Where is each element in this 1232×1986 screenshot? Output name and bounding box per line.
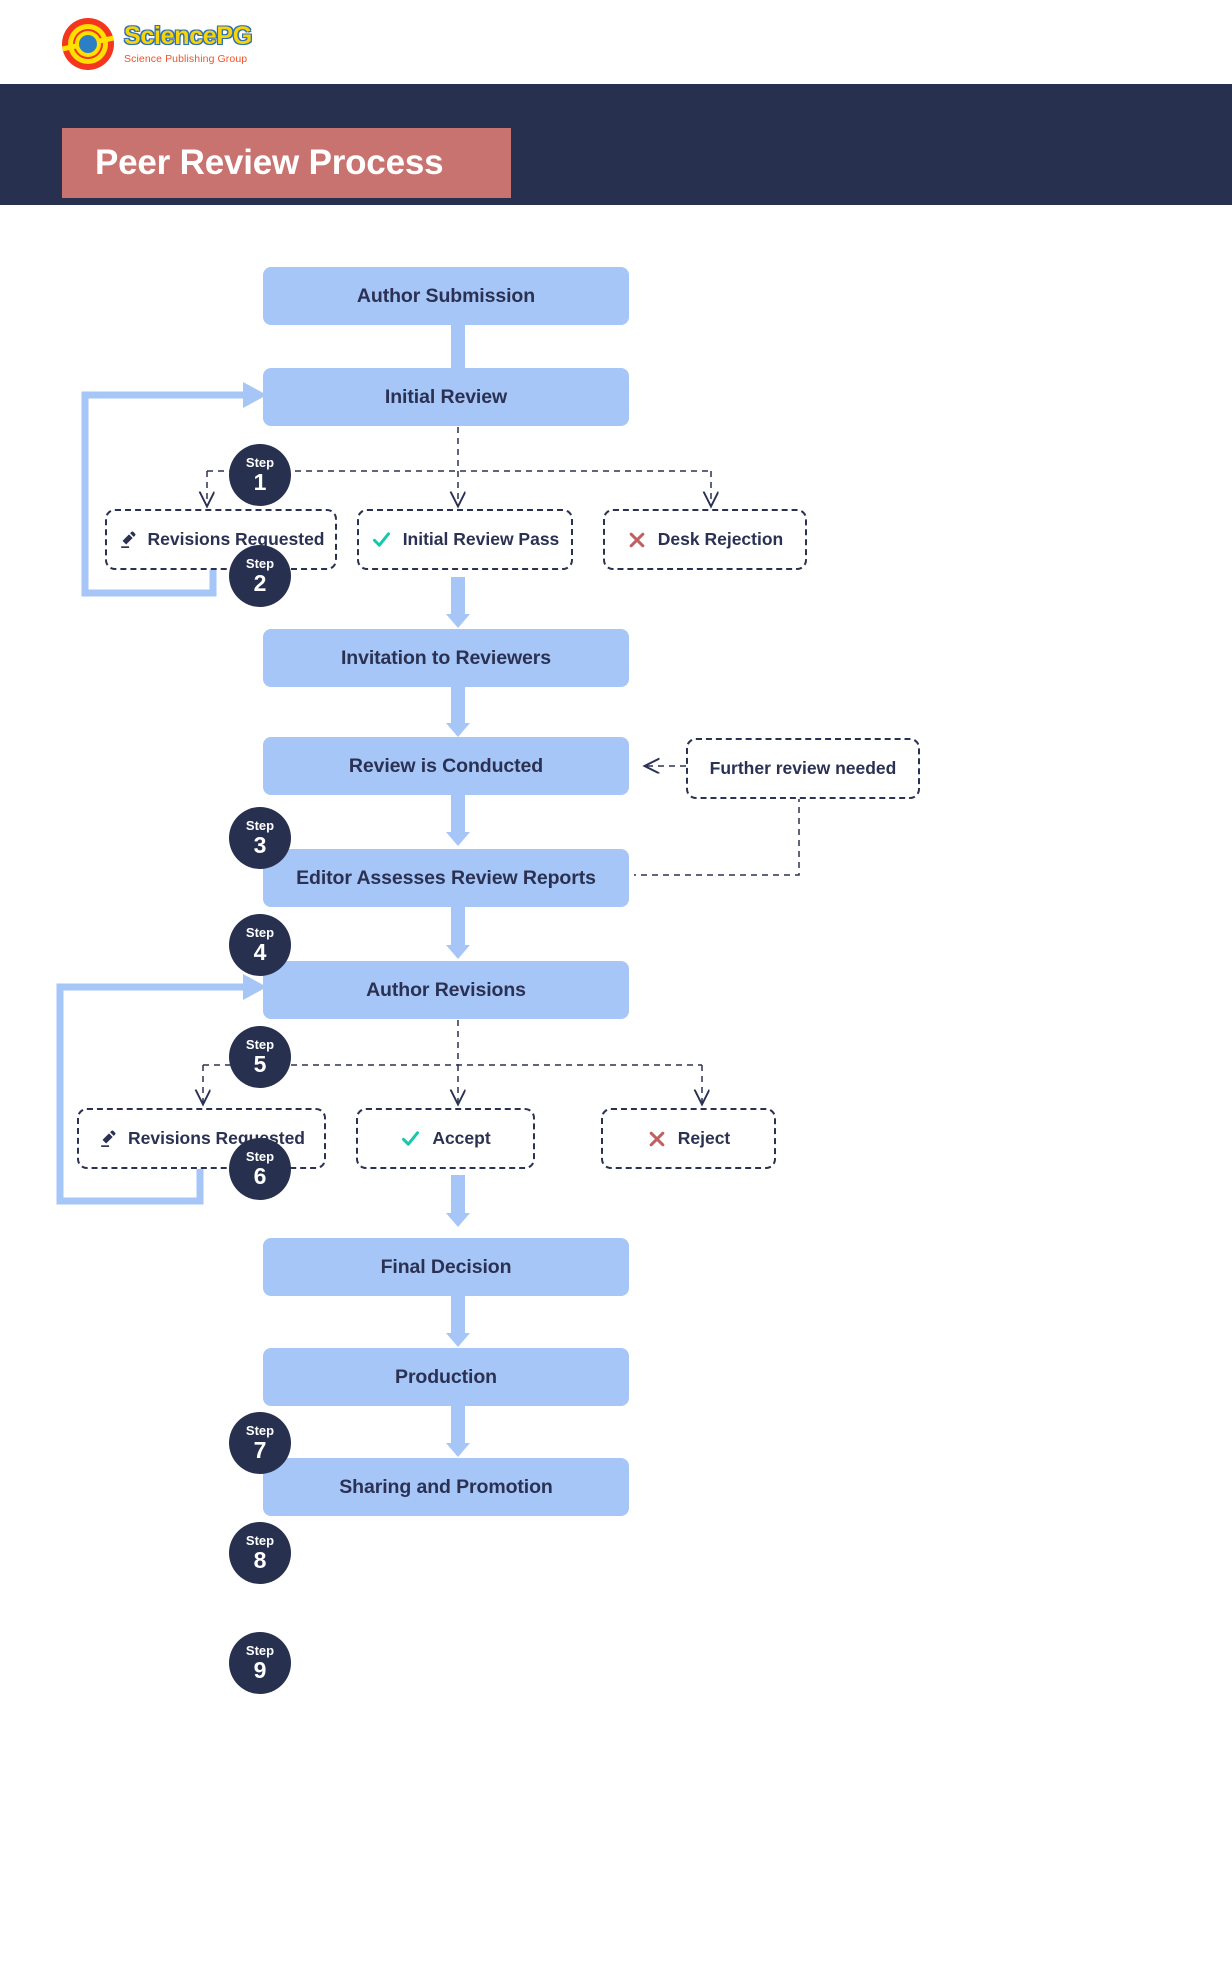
step-badge-label: Step (245, 556, 275, 571)
step-box-final-decision[interactable]: Final Decision (263, 1238, 629, 1296)
connector-accept-step7-head (446, 1213, 470, 1227)
decision-initial-review-pass[interactable]: Initial Review Pass (357, 509, 573, 570)
step-badge-label: Step (245, 1643, 275, 1658)
pencil-icon (98, 1129, 117, 1148)
step-badge-number: 2 (253, 570, 267, 596)
step-box-production[interactable]: Production (263, 1348, 629, 1406)
step-badge-label: Step (245, 1149, 275, 1164)
check-icon (371, 529, 392, 550)
step-box-author-revisions[interactable]: Author Revisions (263, 961, 629, 1019)
step-box-label: Invitation to Reviewers (340, 646, 552, 669)
step-badge-number: 1 (253, 469, 267, 495)
decision-revisions-requested-1[interactable]: Revisions Requested (105, 509, 337, 570)
connector-pass-step3-head (446, 614, 470, 628)
page-title: Peer Review Process (95, 143, 444, 182)
step-badge-number: 4 (253, 939, 267, 965)
step-badge-6: Step 6 (229, 1138, 291, 1200)
connector-step3-step4-head (446, 723, 470, 737)
step-badge-number: 3 (253, 832, 267, 858)
decision-accept[interactable]: Accept (356, 1108, 535, 1169)
decision-desk-rejection[interactable]: Desk Rejection (603, 509, 807, 570)
step-badge-number: 8 (253, 1547, 267, 1573)
connector-step1-step2 (451, 325, 465, 373)
step-badge-7: Step 7 (229, 1412, 291, 1474)
flowchart-canvas: Step 1 Author Submission Step 2 Initial … (0, 205, 1232, 1986)
step-box-label: Production (395, 1365, 497, 1388)
pencil-icon (118, 530, 137, 549)
step-box-label: Sharing and Promotion (339, 1475, 553, 1498)
decision-label: Reject (677, 1128, 731, 1148)
cross-icon (647, 1129, 667, 1149)
step-badge-label: Step (245, 455, 275, 470)
step-badge-number: 7 (253, 1437, 267, 1463)
step-badge-3: Step 3 (229, 807, 291, 869)
step-box-sharing-and-promotion[interactable]: Sharing and Promotion (263, 1458, 629, 1516)
check-icon (400, 1128, 421, 1149)
step-badge-label: Step (245, 1037, 275, 1052)
step-badge-2: Step 2 (229, 545, 291, 607)
cross-icon (627, 530, 647, 550)
step-box-label: Author Submission (356, 284, 536, 307)
connector-step4-step5 (451, 795, 465, 837)
step-box-editor-assesses-review-reports[interactable]: Editor Assesses Review Reports (263, 849, 629, 907)
connector-step7-step8-head (446, 1333, 470, 1347)
step-badge-5: Step 5 (229, 1026, 291, 1088)
step-badge-number: 6 (253, 1163, 267, 1189)
decision-label: Accept (432, 1128, 491, 1148)
decision-reject[interactable]: Reject (601, 1108, 776, 1169)
step-box-invitation-to-reviewers[interactable]: Invitation to Reviewers (263, 629, 629, 687)
step-box-label: Final Decision (380, 1255, 512, 1278)
step-box-initial-review[interactable]: Initial Review (263, 368, 629, 426)
step-box-label: Editor Assesses Review Reports (296, 866, 596, 889)
step-box-label: Review is Conducted (348, 754, 544, 777)
step-badge-label: Step (245, 1423, 275, 1438)
decision-label: Initial Review Pass (402, 529, 560, 549)
step-badge-9: Step 9 (229, 1632, 291, 1694)
connector-step4-step5-head (446, 832, 470, 846)
connector-step8-step9-head (446, 1443, 470, 1457)
brand-tagline: Science Publishing Group (124, 52, 248, 65)
step-box-label: Initial Review (384, 385, 508, 408)
step-badge-label: Step (245, 818, 275, 833)
note-label: Further review needed (709, 758, 897, 778)
step-badge-4: Step 4 (229, 914, 291, 976)
decision-label: Revisions Requested (147, 529, 325, 549)
connector-step8-step9 (451, 1406, 465, 1448)
step-badge-number: 5 (253, 1051, 267, 1077)
step-badge-label: Step (245, 925, 275, 940)
connector-step5-step6-head (446, 945, 470, 959)
connector-pass-step3 (451, 577, 465, 619)
step-badge-label: Step (245, 1533, 275, 1548)
connector-overlay (56, 382, 800, 1205)
connector-step3-step4 (451, 687, 465, 729)
connector-step7-step8 (451, 1296, 465, 1338)
page-title-chip: Peer Review Process (62, 128, 511, 198)
connector-accept-step7 (451, 1175, 465, 1219)
step-badge-8: Step 8 (229, 1522, 291, 1584)
step-badge-number: 9 (253, 1657, 267, 1683)
step-box-label: Author Revisions (366, 978, 526, 1001)
decision-label: Desk Rejection (657, 529, 784, 549)
note-further-review-needed[interactable]: Further review needed (686, 738, 920, 799)
brand-name: SciencePG (124, 21, 252, 50)
step-badge-1: Step 1 (229, 444, 291, 506)
sciencepg-circle-logo-icon (62, 18, 114, 70)
step-box-author-submission[interactable]: Author Submission (263, 267, 629, 325)
connector-step5-step6 (451, 907, 465, 951)
brand-logo: SciencePG Science Publishing Group (62, 18, 252, 70)
step-box-review-is-conducted[interactable]: Review is Conducted (263, 737, 629, 795)
logo-bar: SciencePG Science Publishing Group (0, 0, 1232, 88)
